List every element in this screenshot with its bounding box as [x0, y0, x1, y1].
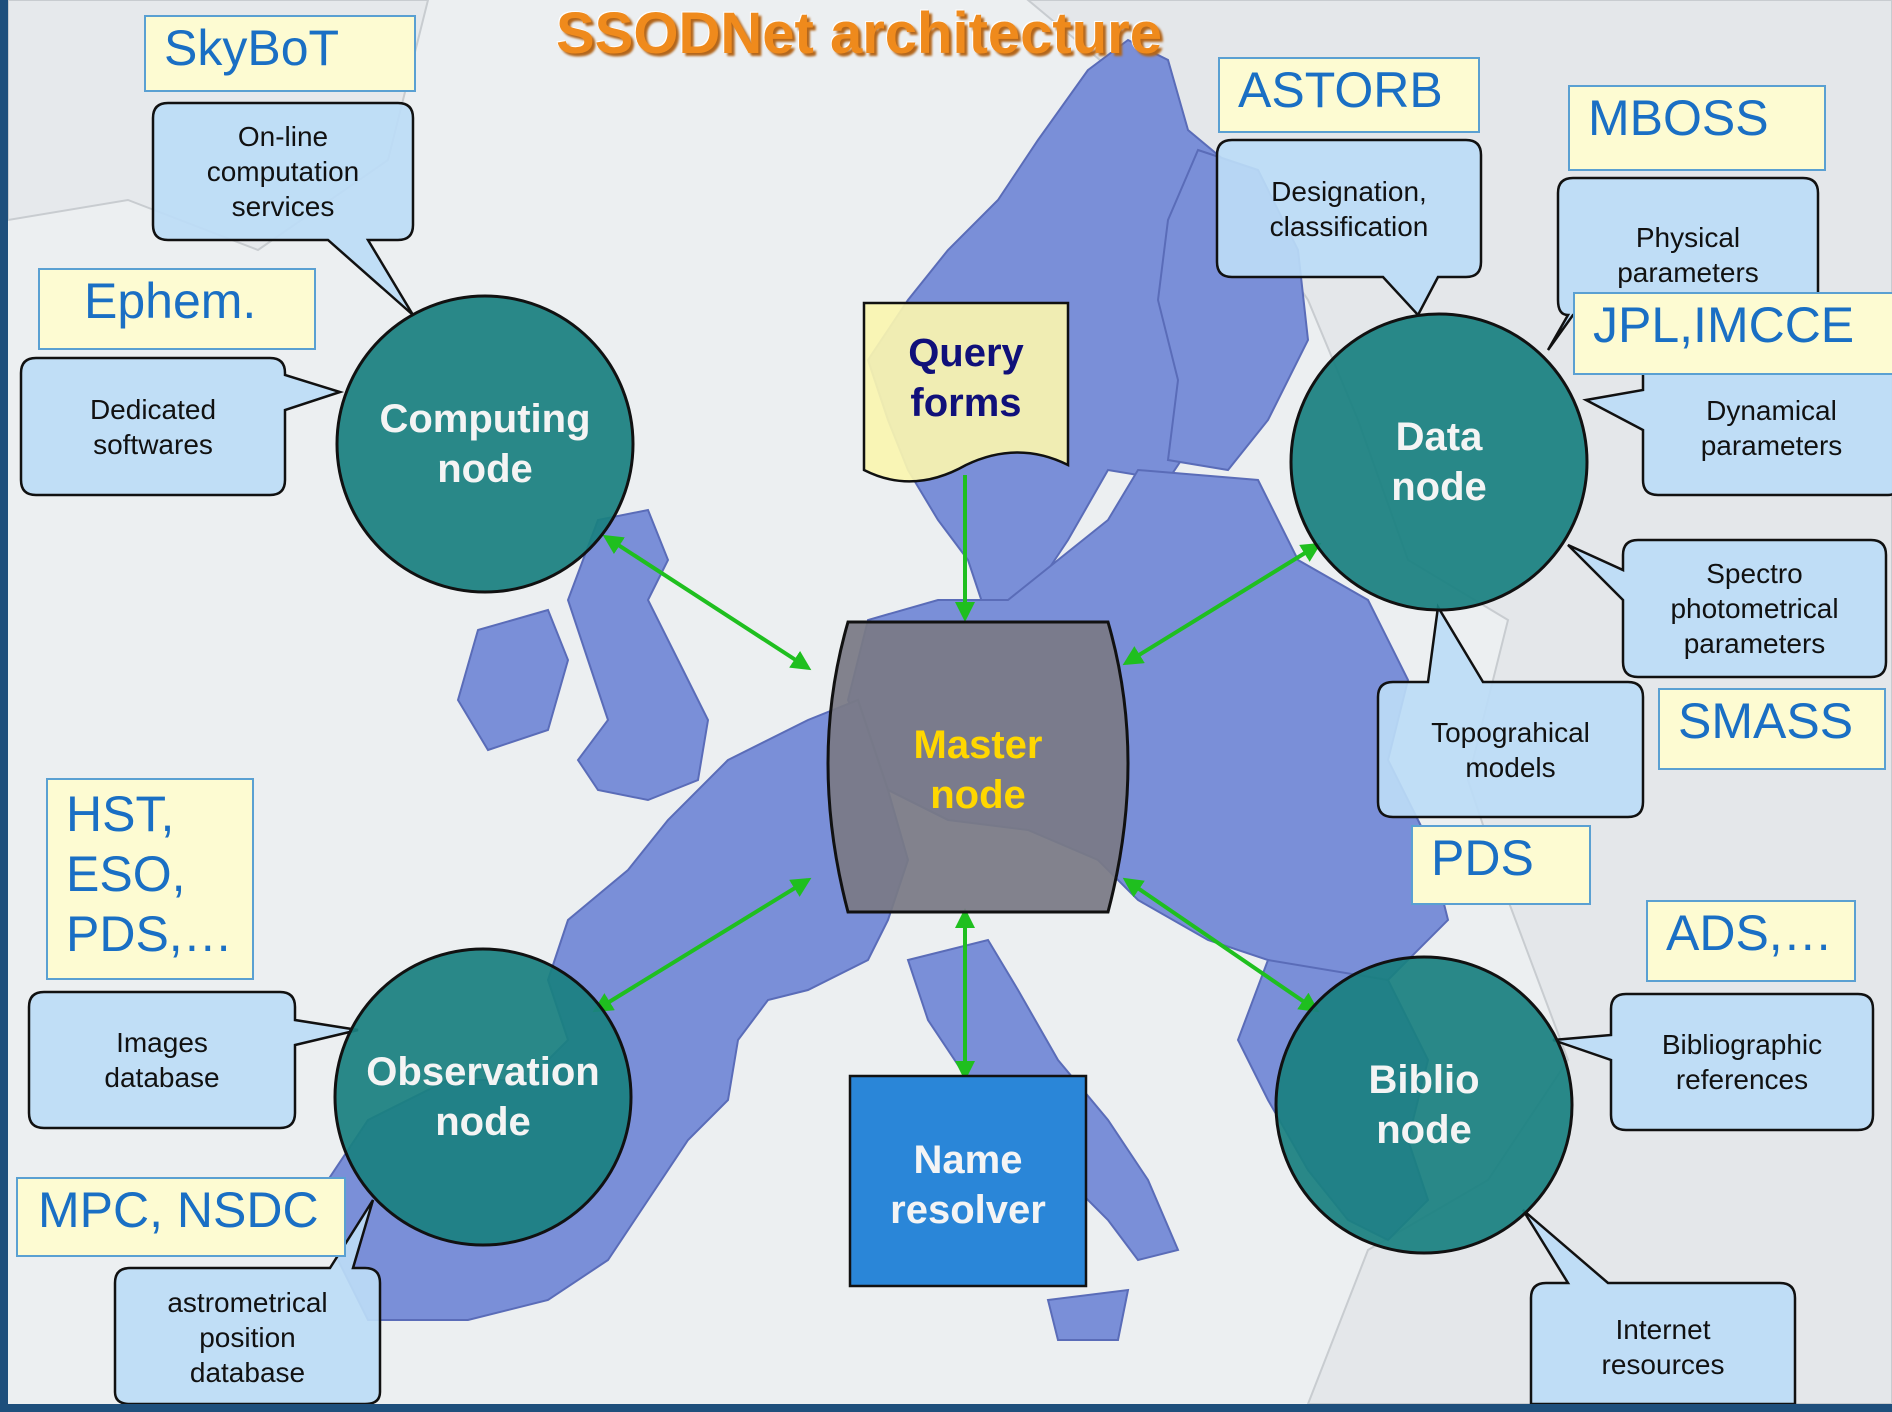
bubble-topographical-shape [1376, 603, 1645, 819]
tag-astorb: ASTORB [1218, 57, 1480, 133]
bubble-images-shape [27, 990, 359, 1130]
computing-node-shape [335, 294, 635, 594]
bubble-designation-shape [1215, 138, 1483, 318]
land-britain [566, 508, 710, 802]
bubble-online-shape [151, 101, 415, 316]
data-node-shape [1289, 312, 1589, 612]
tag-mpc: MPC, NSDC [16, 1177, 346, 1257]
arrow-biblio-master [1122, 877, 1320, 1013]
query-forms-label: Query forms [908, 331, 1024, 425]
bubble-images: Images database [104, 1027, 220, 1093]
bubble-dedicated: Dedicated softwares [89, 393, 217, 460]
bubble-physical: Physical parameters [1617, 222, 1759, 288]
bubble-online: On-line computation services [206, 121, 360, 222]
bubble-astrometrical: astrometrical position database [167, 1286, 328, 1388]
master-node-shape [826, 620, 1130, 914]
arrow-data-master [1122, 542, 1322, 666]
tag-smass: SMASS [1658, 688, 1886, 770]
bubble-astrometrical-shape [113, 1199, 382, 1404]
tag-jpl: JPL,IMCCE [1573, 292, 1892, 375]
tag-mboss: MBOSS [1568, 85, 1826, 171]
bubble-bibliographic-shape [1552, 992, 1875, 1132]
land-ireland [456, 608, 570, 752]
diagram-title: SSODNet architecture [556, 1, 1162, 66]
name-resolver-shape [848, 1074, 1088, 1288]
tag-skybot: SkyBoT [144, 15, 416, 92]
land-sicily [1046, 1288, 1130, 1341]
bubble-spectro-shape [1567, 538, 1888, 679]
diagram-canvas: SSODNet architecture Computing node Data… [8, 0, 1892, 1404]
bubble-designation: Designation, classification [1269, 175, 1429, 242]
biblio-node-shape [1274, 955, 1574, 1255]
arrow-observation-master [592, 877, 812, 1013]
computing-node-label: Computing node [379, 397, 591, 491]
bubble-dynamical: Dynamical parameters [1700, 394, 1843, 461]
data-node-label: Data node [1391, 415, 1487, 509]
arrow-computing-master [602, 534, 812, 671]
observation-node-shape [333, 947, 633, 1247]
name-resolver-label: Name resolver [890, 1138, 1046, 1232]
bubble-internet-shape [1521, 1209, 1797, 1404]
bubble-dedicated-shape [19, 356, 345, 497]
tag-hst: HST, ESO, PDS,… [46, 778, 254, 980]
query-forms-shape [862, 301, 1070, 483]
biblio-node-label: Biblio node [1368, 1058, 1480, 1152]
bubble-internet: Internet resources [1601, 1314, 1725, 1380]
bubble-spectro: Spectro photometrical parameters [1670, 558, 1839, 659]
tag-pds: PDS [1411, 825, 1591, 905]
tag-ephem: Ephem. [38, 268, 316, 350]
master-node-label: Master node [913, 723, 1043, 817]
observation-node-label: Observation node [366, 1050, 600, 1144]
tag-ads: ADS,… [1646, 900, 1856, 982]
bubble-bibliographic: Bibliographic references [1661, 1029, 1823, 1095]
bubble-topographical: Topograhical models [1431, 716, 1590, 783]
